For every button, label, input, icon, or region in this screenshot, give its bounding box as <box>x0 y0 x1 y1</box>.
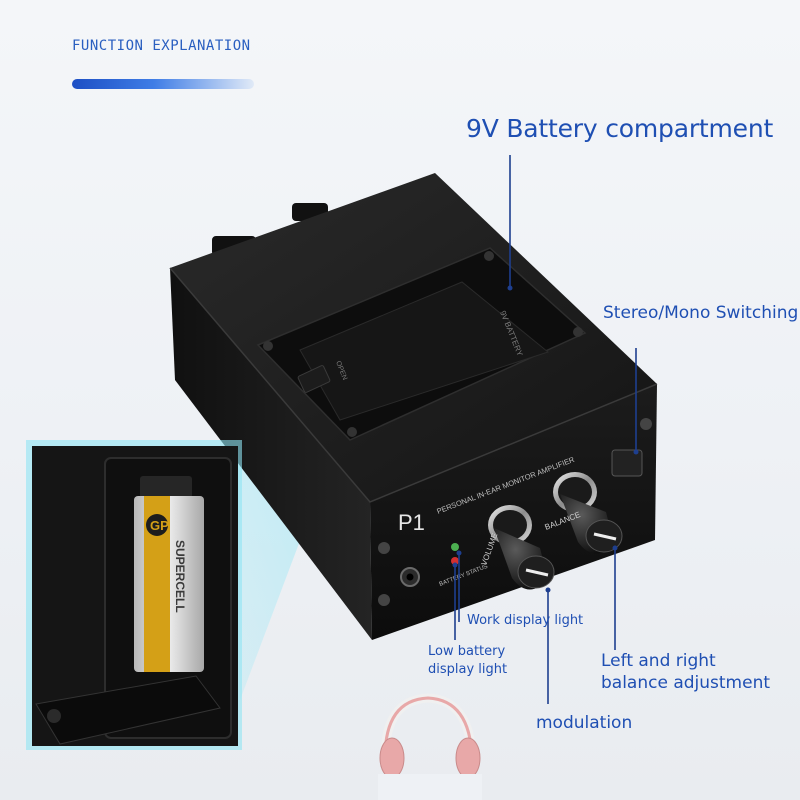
label-low-battery: Low battery display light <box>428 643 518 679</box>
screw-icon <box>263 251 583 437</box>
screw-icon <box>378 418 652 606</box>
label-balance-line2: balance adjustment <box>601 673 771 693</box>
label-balance-line1: Left and right <box>601 651 716 671</box>
balance-knob[interactable] <box>553 472 623 554</box>
label-low-battery-line2: display light <box>428 662 508 677</box>
model-label: P1 <box>398 510 425 535</box>
device-side-face <box>170 268 372 640</box>
label-battery-compartment: 9V Battery compartment <box>466 114 774 143</box>
cover-latch <box>297 365 331 393</box>
inset-open-cover <box>35 675 221 745</box>
headphone-icon <box>378 693 482 800</box>
label-stereo-mono: Stereo/Mono Switching <box>603 303 799 323</box>
device-edge <box>169 267 658 503</box>
led-icon <box>451 543 459 565</box>
volume-knob[interactable] <box>488 505 555 590</box>
callout-dots <box>452 285 639 593</box>
battery-series: SUPERCELL <box>173 540 187 613</box>
callout-lines <box>454 155 637 704</box>
section-title: FUNCTION EXPLANATION <box>72 38 251 54</box>
label-modulation: modulation <box>536 713 633 733</box>
label-low-battery-line1: Low battery <box>428 644 506 659</box>
section-title-underline <box>72 79 254 89</box>
stereo-mono-switch[interactable] <box>611 449 643 477</box>
battery-inset: GP SUPERCELL <box>26 440 242 750</box>
jack-icon <box>400 567 420 587</box>
label-balance: Left and right balance adjustment <box>601 650 791 694</box>
battery-brand: GP <box>150 518 169 533</box>
label-work-light: Work display light <box>467 613 584 628</box>
battery-cover-inner <box>299 281 550 421</box>
